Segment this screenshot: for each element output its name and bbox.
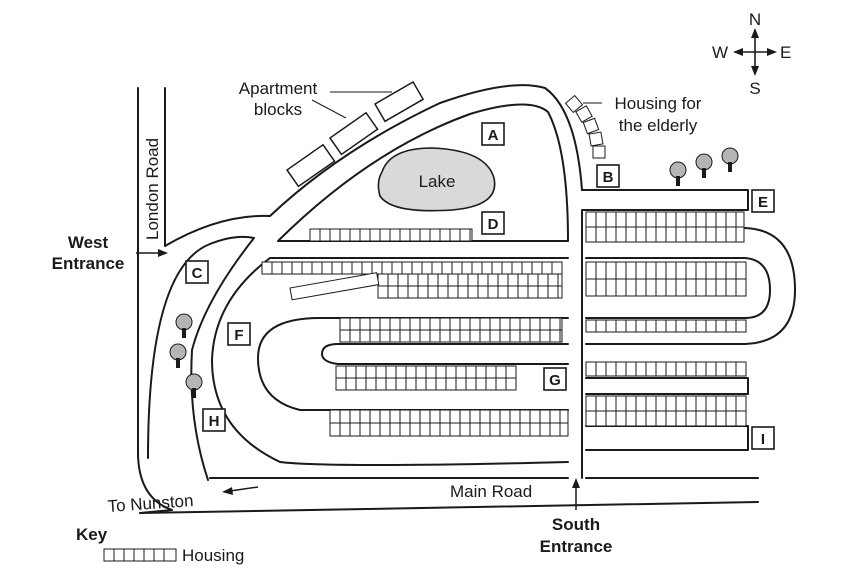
key-housing-swatch — [103, 548, 177, 562]
elderly-label-line1: Housing for — [615, 94, 702, 113]
elderly-housing — [564, 94, 606, 159]
location-B[interactable]: B — [596, 164, 620, 188]
location-F[interactable]: F — [227, 322, 251, 346]
west-ring-inner — [147, 235, 255, 481]
tree-icon — [721, 147, 739, 172]
east-loop-outer — [585, 227, 796, 345]
location-E[interactable]: E — [751, 189, 775, 213]
trees-west — [169, 313, 203, 398]
apartment-block — [373, 80, 425, 123]
location-label: D — [488, 216, 499, 233]
tree-icon — [169, 343, 187, 368]
location-I[interactable]: I — [751, 426, 775, 450]
location-label: C — [192, 265, 203, 282]
location-H[interactable]: H — [202, 408, 226, 432]
london-road-label: London Road — [143, 138, 162, 240]
location-label: B — [603, 169, 614, 186]
london-road-west-edge — [137, 87, 173, 514]
south-entrance-label-line2: Entrance — [540, 537, 613, 556]
elderly-label-line2: the elderly — [619, 116, 698, 135]
south-entrance-arrowhead — [572, 478, 580, 488]
location-label: E — [758, 194, 768, 211]
apartments-leader-2 — [311, 99, 347, 119]
tree-icon — [669, 161, 687, 186]
location-label: G — [549, 372, 561, 389]
compass-north: N — [749, 10, 761, 29]
to-nunston-arrow — [229, 486, 259, 492]
road-network — [137, 84, 796, 514]
location-G[interactable]: G — [543, 367, 567, 391]
housing-rows — [261, 211, 747, 437]
apartment-block — [285, 143, 336, 188]
key-title: Key — [76, 525, 108, 544]
location-label: I — [761, 431, 765, 448]
main-road-label: Main Road — [450, 482, 532, 501]
location-label: A — [488, 127, 499, 144]
tree-icon — [175, 313, 193, 338]
location-label: F — [234, 327, 243, 344]
compass-west: W — [712, 43, 728, 62]
location-C[interactable]: C — [185, 260, 209, 284]
west-ring-outer — [164, 84, 583, 247]
east-road-lower — [585, 377, 749, 395]
trees-east — [669, 147, 739, 186]
inner-loop-north — [277, 103, 569, 242]
inner-road-middle — [211, 257, 569, 466]
east-loop-inner — [585, 257, 771, 319]
location-A[interactable]: A — [481, 122, 505, 146]
east-road-bottom — [585, 425, 749, 451]
apartments-label-line2: blocks — [254, 100, 302, 119]
housing-dividers — [271, 212, 746, 436]
east-road-top — [581, 189, 749, 479]
inner-road-g-inner — [321, 343, 569, 365]
west-entrance-label-line2: Entrance — [52, 254, 125, 273]
to-nunston-arrowhead — [222, 487, 233, 495]
key-housing-label: Housing — [182, 546, 244, 565]
compass-east: E — [780, 43, 791, 62]
apartment-block — [328, 111, 379, 156]
location-D[interactable]: D — [481, 211, 505, 235]
tree-icon — [185, 373, 203, 398]
apartments-label-line1: Apartment — [239, 79, 318, 98]
compass-rose: N S E W — [712, 10, 791, 98]
tree-icon — [695, 153, 713, 178]
south-entrance-label-line1: South — [552, 515, 600, 534]
lake — [377, 147, 496, 212]
apartment-blocks — [285, 80, 425, 188]
main-road-south-edge — [139, 501, 759, 514]
west-entrance-label-line1: West — [68, 233, 109, 252]
lake-label: Lake — [419, 172, 456, 191]
compass-south: S — [749, 79, 760, 98]
west-entrance-arrowhead — [158, 249, 168, 257]
location-label: H — [209, 413, 220, 430]
inner-road-g-outer — [257, 317, 569, 411]
